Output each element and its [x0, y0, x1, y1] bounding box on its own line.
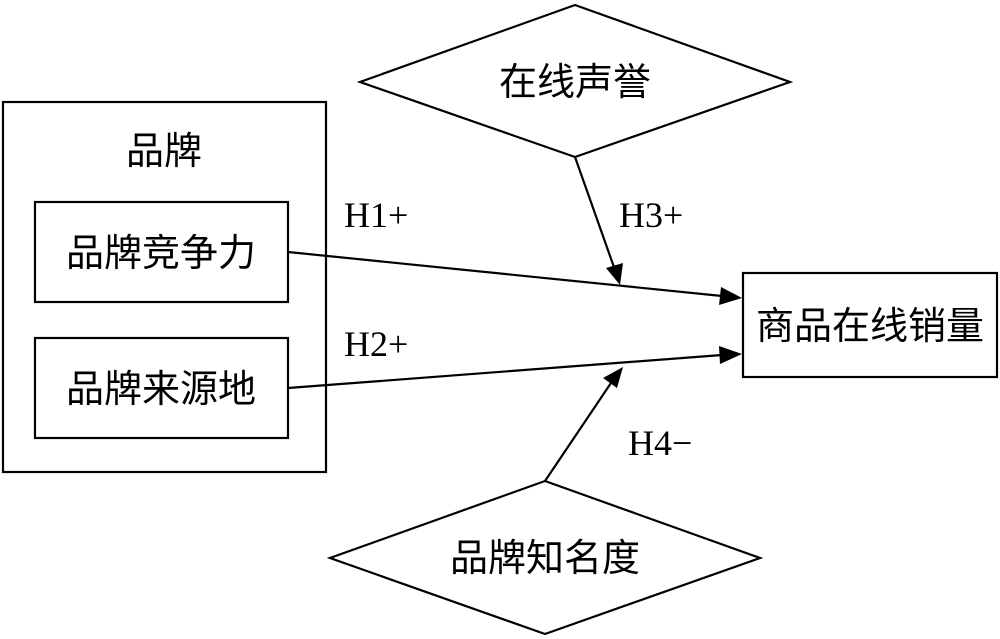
brand-origin-box: [33, 336, 290, 440]
brand-awareness-label: 品牌知名度: [450, 536, 640, 580]
online-reputation-label: 在线声誉: [499, 60, 651, 104]
h2-arrow-line: [287, 353, 723, 390]
h3-arrowhead: [606, 263, 623, 285]
brand-competitiveness-label: 品牌竞争力: [66, 231, 256, 275]
brand-origin-label: 品牌来源地: [66, 367, 256, 411]
brand-awareness-diamond: [326, 479, 764, 636]
online-sales-box: [741, 271, 999, 379]
brand-group-title: 品牌: [126, 129, 202, 173]
h4-arrowhead: [603, 367, 623, 388]
h2-arrowhead: [719, 346, 742, 364]
online-sales-label: 商品在线销量: [756, 304, 984, 348]
h1-label: H1+: [344, 195, 408, 235]
h4-arrow-line: [544, 379, 614, 482]
h1-arrowhead: [719, 287, 742, 305]
h3-arrow-line: [573, 156, 617, 271]
h3-label: H3+: [619, 195, 683, 235]
brand-competitiveness-box: [33, 200, 290, 304]
h1-arrow-line: [287, 250, 723, 298]
h2-label: H2+: [344, 324, 408, 364]
h4-label: H4−: [628, 423, 692, 463]
